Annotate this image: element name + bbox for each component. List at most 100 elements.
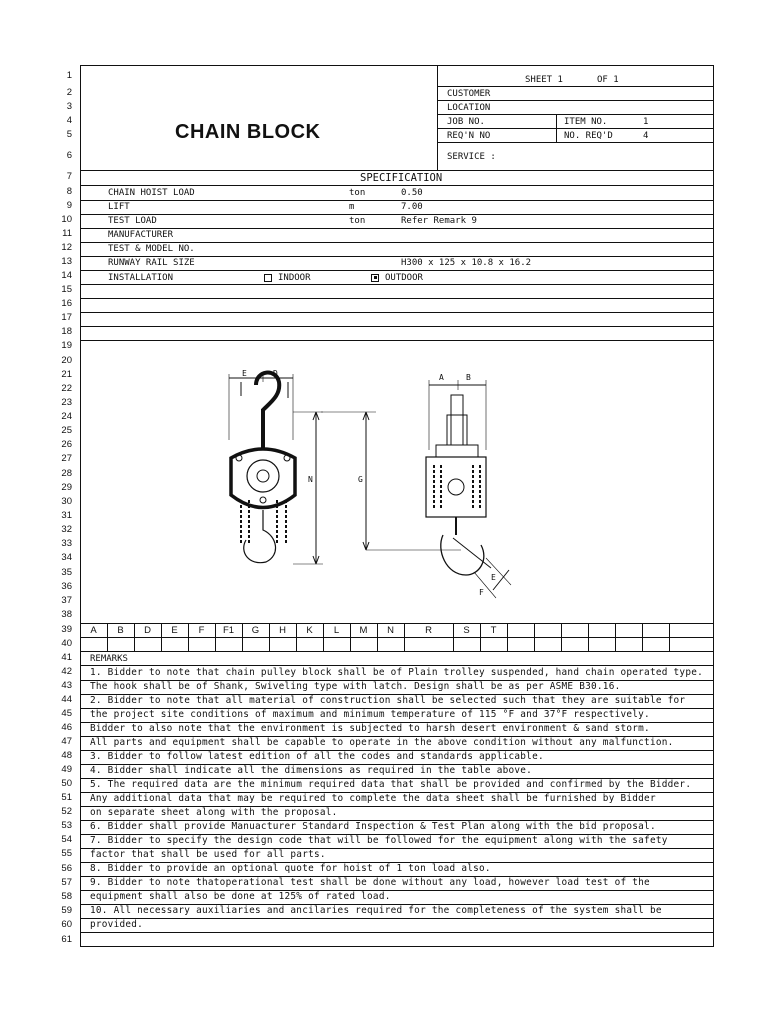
dim-value-cell[interactable] bbox=[242, 638, 269, 652]
spec-label: CHAIN HOIST LOAD bbox=[108, 188, 195, 198]
remark-rule bbox=[80, 834, 714, 835]
line-number: 57 bbox=[61, 877, 72, 888]
dim-value-cell[interactable] bbox=[107, 638, 134, 652]
blank-row-rule bbox=[80, 326, 714, 327]
line-number: 15 bbox=[61, 284, 72, 295]
header-bottom-rule bbox=[80, 170, 714, 171]
header-divider bbox=[556, 114, 557, 142]
sheet-label: SHEET 1 bbox=[525, 75, 563, 85]
remark-line: Any additional data that may be required… bbox=[90, 793, 656, 804]
line-number: 22 bbox=[61, 383, 72, 394]
dim-value-cell[interactable] bbox=[350, 638, 377, 652]
line-number: 45 bbox=[61, 708, 72, 719]
remark-line: 9. Bidder to note thatoperational test s… bbox=[90, 877, 650, 888]
line-number: 34 bbox=[61, 552, 72, 563]
dim-col-rule bbox=[269, 623, 270, 651]
spec-value[interactable]: H300 x 125 x 10.8 x 16.2 bbox=[401, 258, 532, 268]
dim-header-cell: G bbox=[251, 625, 260, 636]
sheet-of-label: OF 1 bbox=[597, 75, 619, 85]
outdoor-checkbox[interactable] bbox=[371, 273, 379, 282]
spec-rule bbox=[80, 185, 714, 186]
remark-line: provided. bbox=[90, 919, 144, 930]
spec-value[interactable]: 0.50 bbox=[401, 188, 423, 198]
dim-value-cell[interactable] bbox=[377, 638, 404, 652]
remark-rule bbox=[80, 932, 714, 933]
reqn-no-label: REQ'N NO bbox=[447, 131, 491, 141]
line-number: 14 bbox=[61, 270, 72, 281]
dim-label-f: F bbox=[479, 588, 484, 597]
header-rule bbox=[437, 128, 714, 129]
remark-rule bbox=[80, 890, 714, 891]
dim-value-cell[interactable] bbox=[80, 638, 107, 652]
dim-header-cell: E bbox=[171, 625, 178, 636]
dim-label-e-side: E bbox=[491, 573, 496, 582]
line-number: 25 bbox=[61, 425, 72, 436]
remark-rule bbox=[80, 848, 714, 849]
line-number: 38 bbox=[61, 609, 72, 620]
line-number: 40 bbox=[61, 638, 72, 649]
dim-header-cell: A bbox=[90, 625, 97, 636]
dim-col-rule bbox=[453, 623, 454, 651]
dim-col-rule bbox=[377, 623, 378, 651]
remark-rule bbox=[80, 904, 714, 905]
line-number: 9 bbox=[66, 200, 72, 211]
dim-value-cell[interactable] bbox=[161, 638, 188, 652]
line-number: 31 bbox=[61, 510, 72, 521]
dim-value-cell[interactable] bbox=[296, 638, 323, 652]
spec-value[interactable]: Refer Remark 9 bbox=[401, 216, 477, 226]
line-number: 12 bbox=[61, 242, 72, 253]
dim-value-cell[interactable] bbox=[323, 638, 350, 652]
dim-label-b: B bbox=[466, 373, 471, 382]
line-number: 29 bbox=[61, 482, 72, 493]
indoor-checkbox[interactable] bbox=[264, 273, 272, 282]
line-number: 49 bbox=[61, 764, 72, 775]
remark-rule bbox=[80, 862, 714, 863]
remarks-heading: REMARKS bbox=[90, 654, 128, 664]
dim-col-rule bbox=[507, 623, 508, 651]
no-reqd-label: NO. REQ'D bbox=[564, 131, 613, 141]
remark-line: 8. Bidder to provide an optional quote f… bbox=[90, 863, 491, 874]
dim-value-cell[interactable] bbox=[215, 638, 242, 652]
header-divider bbox=[437, 65, 438, 170]
remark-line: equipment shall also be done at 125% of … bbox=[90, 891, 391, 902]
document-title: CHAIN BLOCK bbox=[175, 121, 321, 143]
dim-col-rule bbox=[350, 623, 351, 651]
dim-value-cell[interactable] bbox=[134, 638, 161, 652]
dim-value-cell[interactable] bbox=[404, 638, 453, 652]
remark-line: on separate sheet along with the proposa… bbox=[90, 807, 338, 818]
dim-col-rule bbox=[242, 623, 243, 651]
remark-rule bbox=[80, 876, 714, 877]
dim-value-cell[interactable] bbox=[453, 638, 480, 652]
remark-line: 7. Bidder to specify the design code tha… bbox=[90, 835, 668, 846]
remark-rule bbox=[80, 708, 714, 709]
line-number: 27 bbox=[61, 453, 72, 464]
dim-table-rule bbox=[80, 651, 714, 652]
line-number: 61 bbox=[61, 934, 72, 945]
header-rule bbox=[437, 100, 714, 101]
line-number: 17 bbox=[61, 312, 72, 323]
spec-label: LIFT bbox=[108, 202, 130, 212]
remark-line: 4. Bidder shall indicate all the dimensi… bbox=[90, 765, 533, 776]
indoor-option[interactable]: INDOOR bbox=[264, 272, 311, 284]
item-no-value: 1 bbox=[643, 117, 649, 127]
spec-value[interactable]: 7.00 bbox=[401, 202, 423, 212]
dim-value-cell[interactable] bbox=[269, 638, 296, 652]
job-no-label: JOB NO. bbox=[447, 117, 485, 127]
spec-row-rule bbox=[80, 214, 714, 215]
remark-line: factor that shall be used for all parts. bbox=[90, 849, 326, 860]
remark-line: 5. The required data are the minimum req… bbox=[90, 779, 692, 790]
line-number: 23 bbox=[61, 397, 72, 408]
line-number: 58 bbox=[61, 891, 72, 902]
remark-line: 10. All necessary auxiliaries and ancila… bbox=[90, 905, 662, 916]
remark-rule bbox=[80, 918, 714, 919]
dim-value-cell[interactable] bbox=[188, 638, 215, 652]
dim-header-cell: F bbox=[198, 625, 205, 636]
dim-col-rule bbox=[323, 623, 324, 651]
line-number: 24 bbox=[61, 411, 72, 422]
outdoor-option[interactable]: OUTDOOR bbox=[371, 272, 423, 284]
dim-header-cell: R bbox=[425, 625, 432, 636]
header-rule bbox=[437, 142, 714, 143]
dim-header-cell: N bbox=[387, 625, 394, 636]
line-number: 7 bbox=[66, 171, 72, 182]
dim-value-cell[interactable] bbox=[480, 638, 507, 652]
